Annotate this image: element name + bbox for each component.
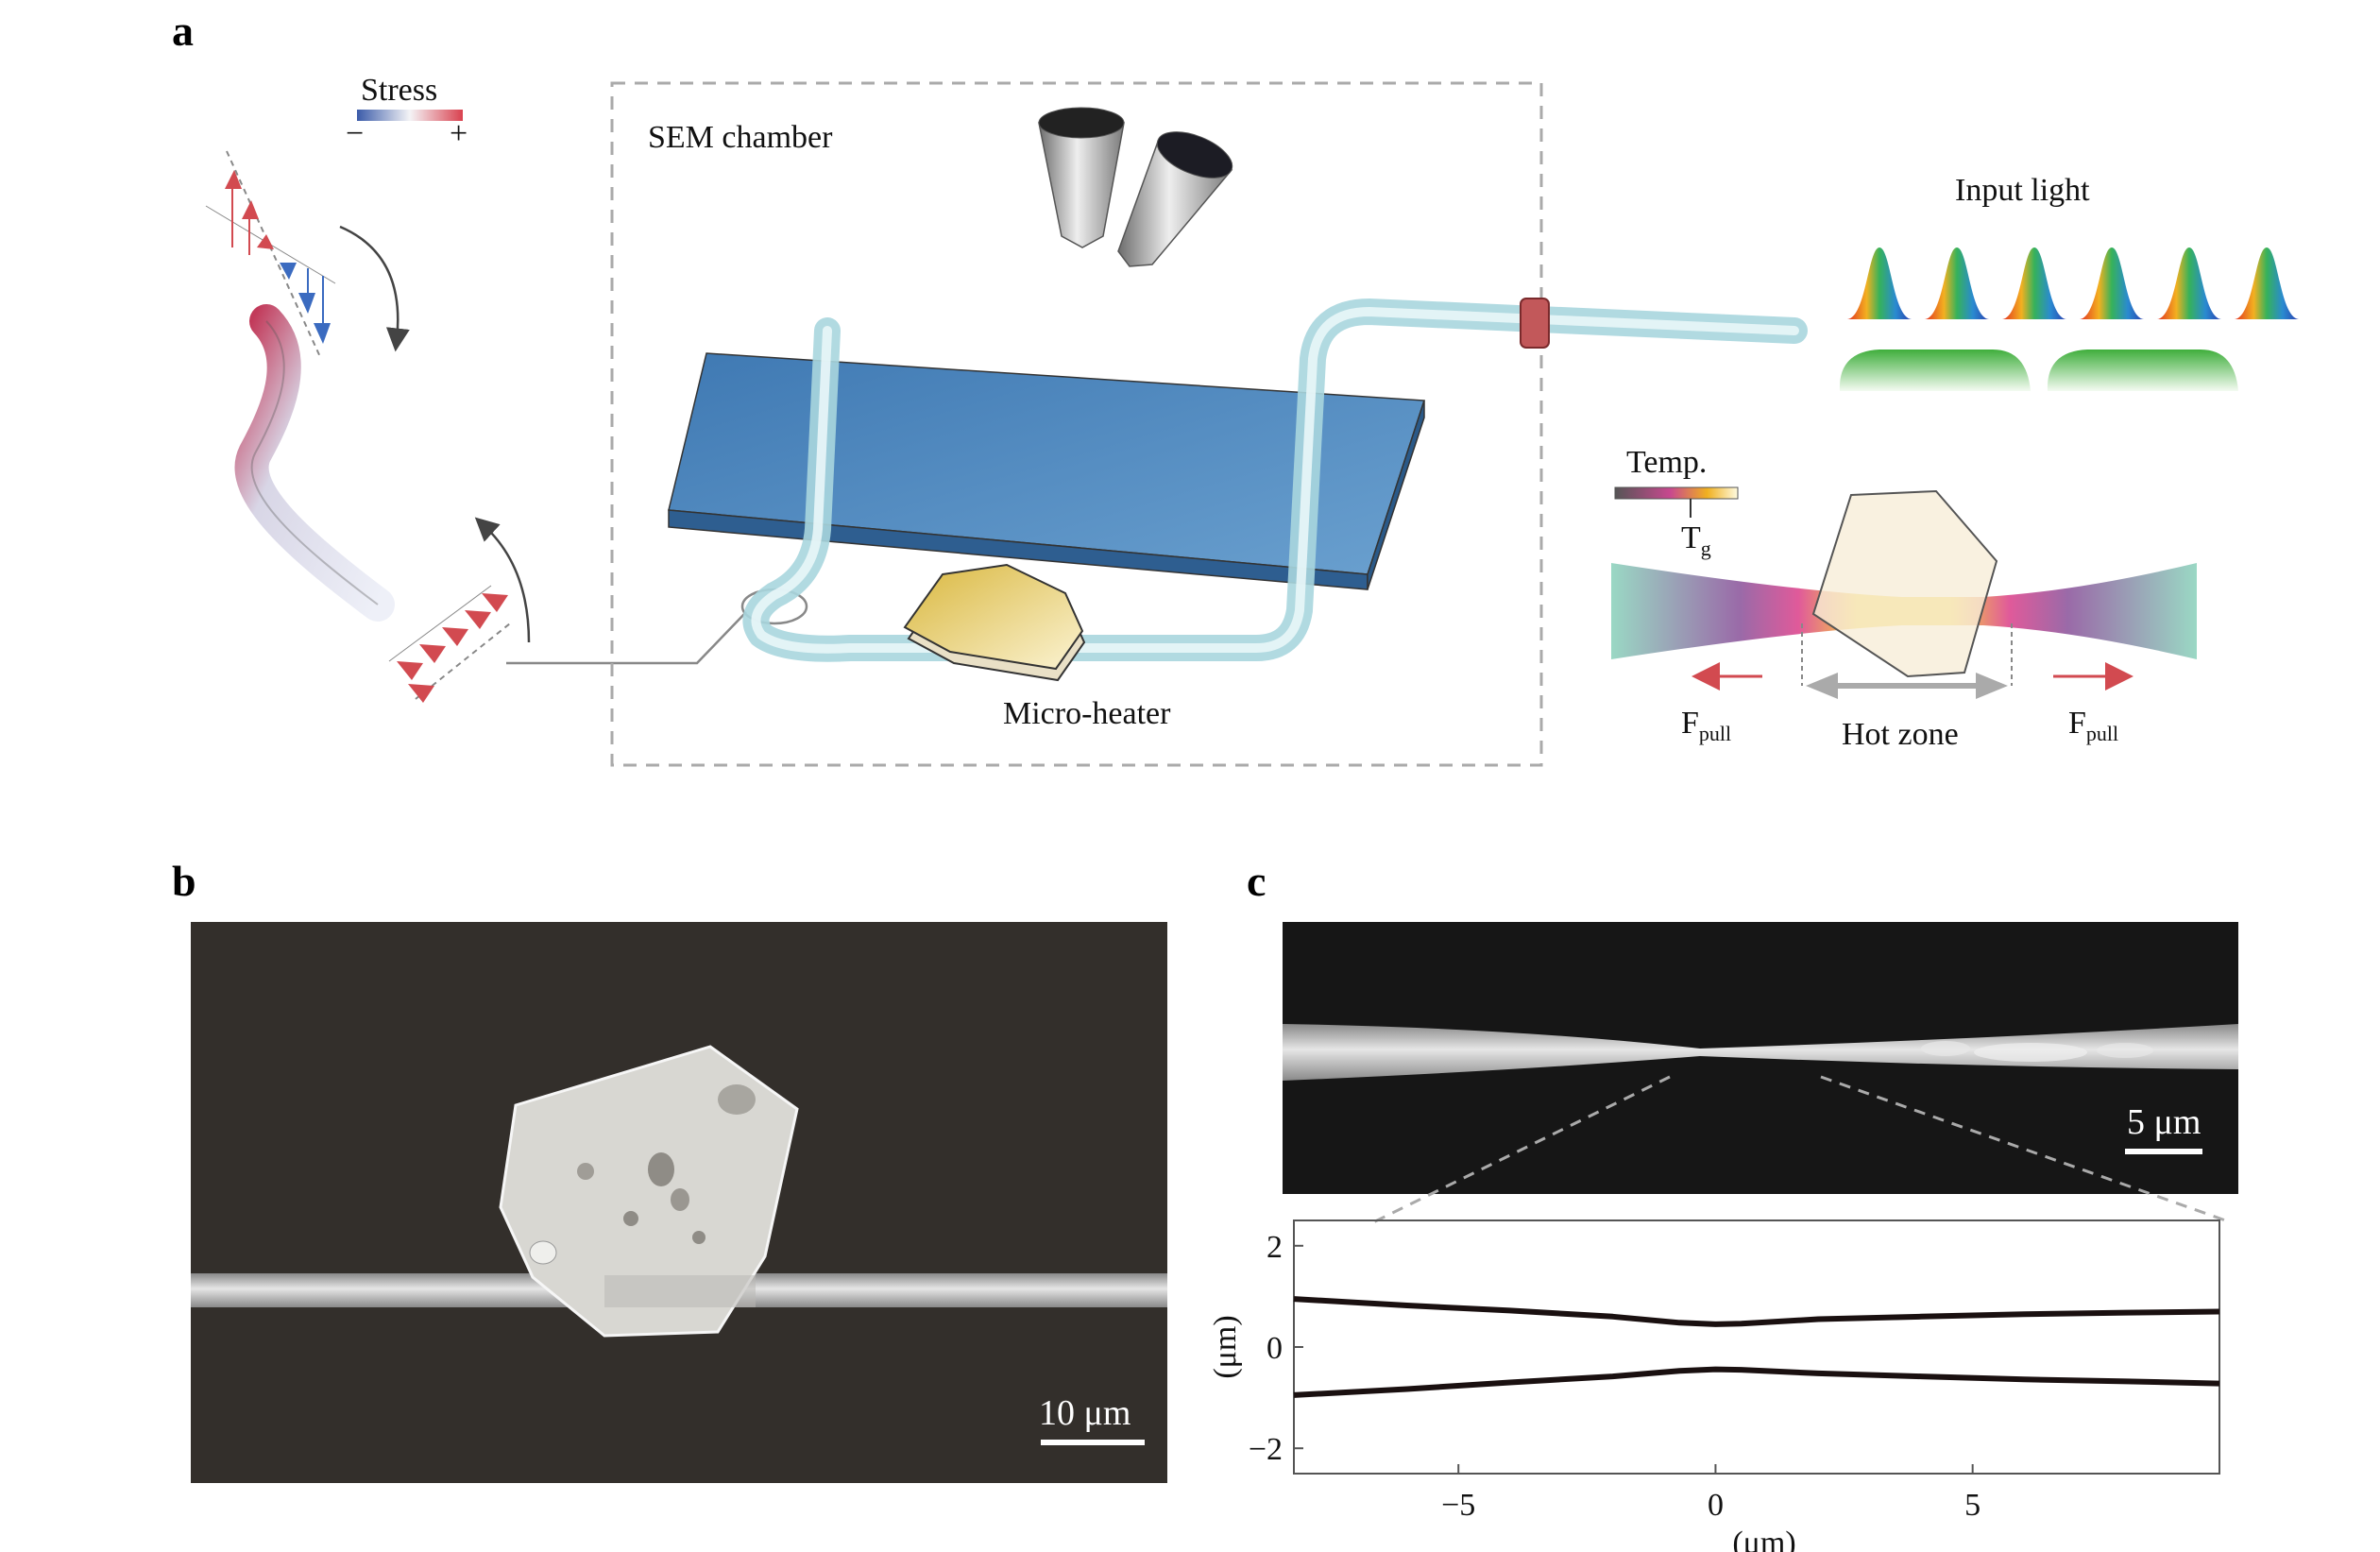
taper-schematic: [1611, 489, 2197, 678]
scale-label-c: 5 μm: [2127, 1102, 2201, 1142]
panel-letter-b: b: [172, 857, 196, 905]
stress-minus-label: −: [346, 116, 364, 151]
x-tick-label: −5: [1441, 1488, 1475, 1523]
substrate-slab: [668, 352, 1426, 590]
stress-diagram-upper: [205, 150, 410, 360]
scale-label-b: 10 μm: [1039, 1393, 1130, 1433]
light-pulse: [1847, 247, 1912, 319]
series-lower-edge: [1293, 1366, 2220, 1398]
fpull-right-label: Fpull: [2068, 706, 2118, 745]
bent-fiber: [234, 304, 395, 622]
micro-heater: [903, 563, 1086, 682]
light-pulse: [2235, 247, 2299, 319]
electron-gun-cones: [1038, 107, 1233, 267]
x-axis-label: (μm): [1732, 1526, 1795, 1552]
scale-bar-c: [2125, 1149, 2202, 1154]
x-tick-label: 0: [1708, 1488, 1724, 1523]
sem-image-c: [1283, 922, 2238, 1194]
x-tick-label: 5: [1964, 1488, 1980, 1523]
stress-label: Stress: [361, 73, 437, 108]
y-axis-label: (μm): [1208, 1315, 1243, 1378]
profile-chart: −2 0 2 −5 0 5 (μm) (μm): [1208, 1219, 2220, 1552]
zoom-line-right: [1820, 1075, 2232, 1224]
stress-plus-label: +: [450, 116, 468, 151]
sem-chamber-box: [610, 81, 1543, 767]
scale-bar-b: [1041, 1440, 1145, 1445]
input-light-label: Input light: [1955, 173, 2090, 208]
fpull-left-label: Fpull: [1681, 706, 1731, 745]
hot-zone-label: Hot zone: [1842, 717, 1959, 752]
callout-line: [506, 611, 747, 665]
y-tick-label: 0: [1266, 1331, 1283, 1366]
light-pulse: [2002, 247, 2066, 319]
light-pulse: [2080, 247, 2144, 319]
plot-frame: [1293, 1219, 2220, 1475]
light-pulse: [1925, 247, 1989, 319]
hot-zone-arrow: [1806, 673, 2008, 699]
fiber-loop: [742, 298, 1808, 662]
temp-colorbar: [1614, 486, 1739, 500]
light-pulses: [1847, 247, 2299, 319]
fiber-clamp: [1520, 298, 1550, 349]
sem-chamber-label: SEM chamber: [648, 120, 833, 155]
series-upper-edge: [1293, 1296, 2220, 1327]
y-tick-label: 2: [1266, 1230, 1283, 1265]
tg-label: Tg: [1681, 520, 1711, 560]
light-pulse: [2157, 247, 2221, 319]
stress-diagram-lower: [388, 517, 531, 703]
y-tick-label: −2: [1249, 1432, 1283, 1467]
sem-image-b: [191, 922, 1167, 1483]
green-pulses: [1839, 350, 2238, 391]
zoom-line-left: [1372, 1075, 1671, 1224]
panel-letter-a: a: [172, 7, 194, 55]
stress-colorbar: [357, 110, 463, 121]
panel-letter-c: c: [1247, 857, 1266, 905]
bent-fiber-outline: [250, 320, 379, 605]
micro-heater-label: Micro-heater: [1003, 696, 1171, 731]
temp-label: Temp.: [1626, 445, 1707, 480]
